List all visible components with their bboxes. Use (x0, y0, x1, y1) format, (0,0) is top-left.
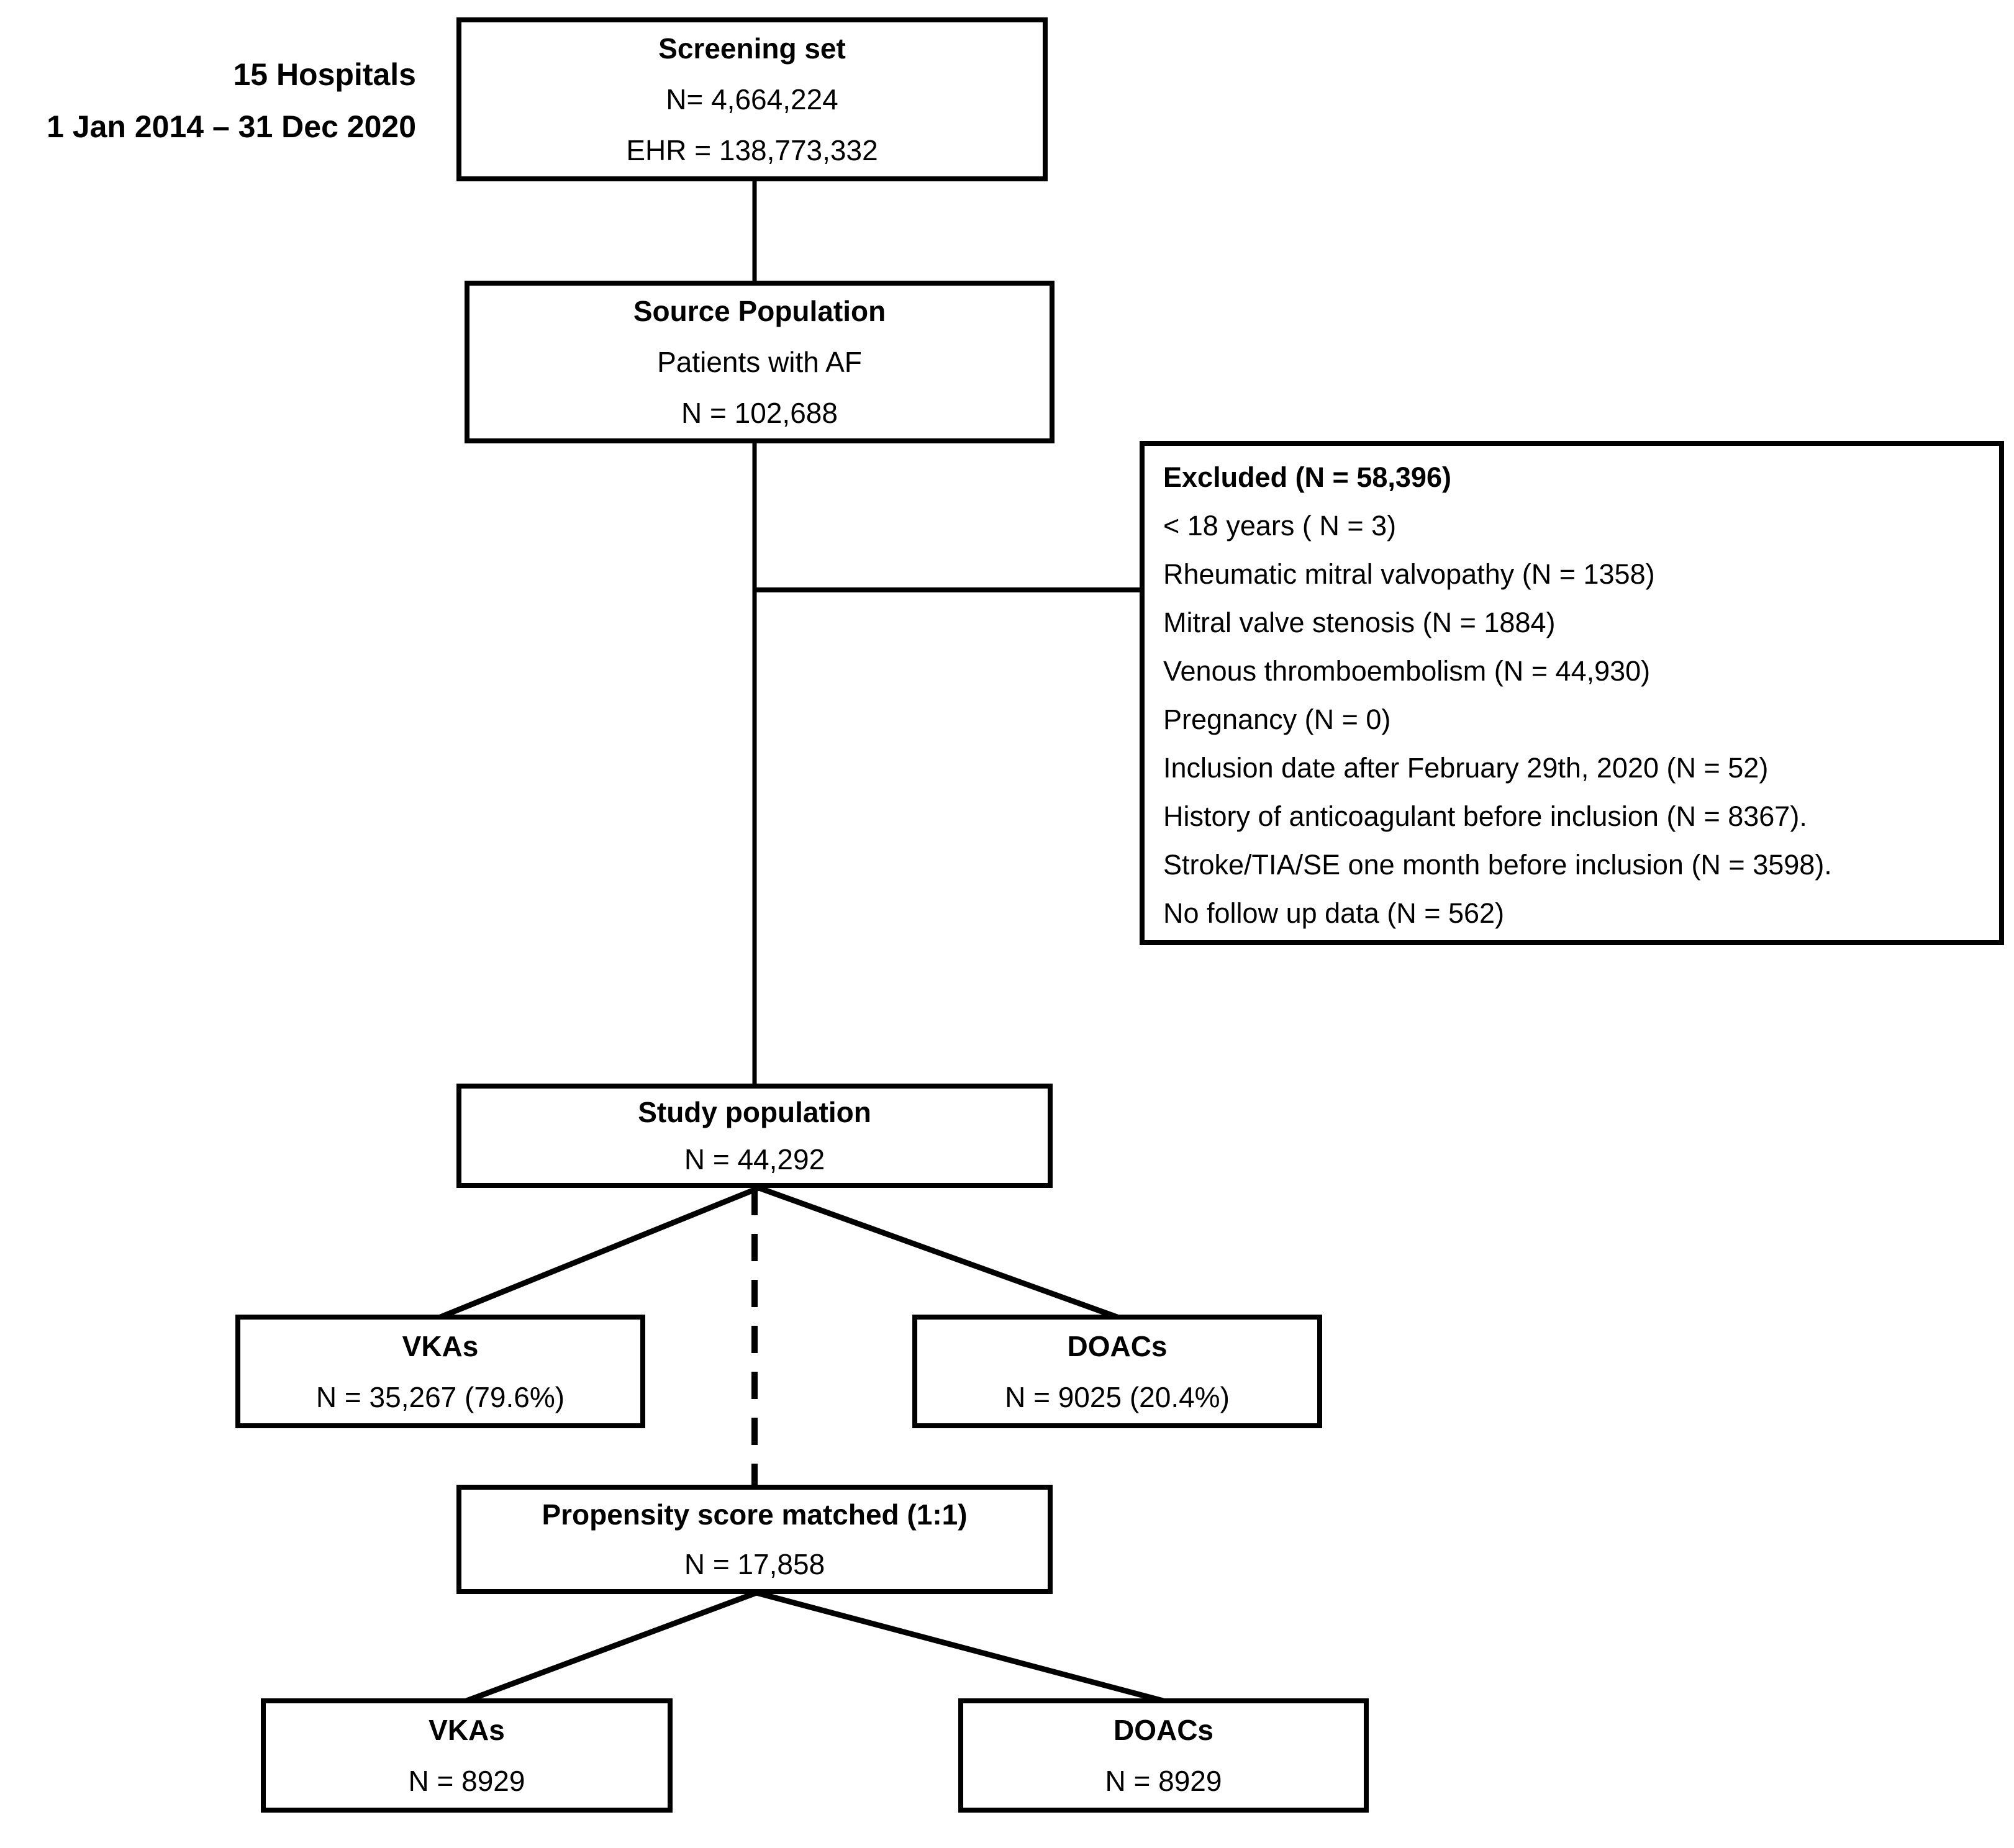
connector-matched-to-vka2 (465, 1590, 758, 1704)
note-date-range: 1 Jan 2014 – 31 Dec 2020 (47, 109, 416, 144)
excluded-title: Excluded (N = 58,396) (1163, 461, 1451, 493)
vkas-matched-title: VKAs (429, 1714, 505, 1746)
note-hospitals: 15 Hospitals (233, 57, 416, 92)
excluded-item: Rheumatic mitral valvopathy (N = 1358) (1163, 558, 1655, 590)
source-population-n: N = 102,688 (681, 397, 838, 429)
excluded-item: History of anticoagulant before inclusio… (1163, 800, 1807, 832)
screening-set-ehr: EHR = 138,773,332 (626, 134, 878, 166)
excluded-item: Stroke/TIA/SE one month before inclusion… (1163, 849, 1832, 881)
vkas-matched-box: VKAs N = 8929 (261, 1698, 673, 1813)
excluded-item: Mitral valve stenosis (N = 1884) (1163, 607, 1556, 638)
vkas-unmatched-box: VKAs N = 35,267 (79.6%) (235, 1315, 645, 1428)
excluded-item: Inclusion date after February 29th, 2020… (1163, 752, 1769, 784)
propensity-matched-n: N = 17,858 (684, 1548, 825, 1580)
vkas-matched-n: N = 8929 (408, 1765, 525, 1797)
vkas-unmatched-n: N = 35,267 (79.6%) (315, 1380, 565, 1413)
source-population-box: Source Population Patients with AF N = 1… (465, 281, 1055, 443)
doacs-unmatched-box: DOACs N = 9025 (20.4%) (912, 1315, 1322, 1428)
source-population-title: Source Population (633, 295, 886, 327)
doacs-matched-title: DOACs (1113, 1714, 1214, 1746)
study-period-note: 15 Hospitals 1 Jan 2014 – 31 Dec 2020 (16, 48, 416, 153)
doacs-unmatched-n: N = 9025 (20.4%) (1005, 1380, 1230, 1413)
propensity-matched-title: Propensity score matched (1:1) (542, 1498, 968, 1531)
vkas-unmatched-title: VKAs (402, 1329, 479, 1362)
excluded-item: Venous thromboembolism (N = 44,930) (1163, 655, 1651, 687)
excluded-box: Excluded (N = 58,396) < 18 years ( N = 3… (1140, 441, 2004, 945)
screening-set-box: Screening set N= 4,664,224 EHR = 138,773… (456, 17, 1048, 181)
study-population-n: N = 44,292 (684, 1143, 825, 1175)
connector-study-to-vka1 (439, 1185, 760, 1320)
excluded-item: No follow up data (N = 562) (1163, 897, 1505, 929)
doacs-unmatched-title: DOACs (1067, 1329, 1168, 1362)
study-population-box: Study population N = 44,292 (456, 1084, 1053, 1188)
doacs-matched-n: N = 8929 (1105, 1765, 1222, 1797)
screening-set-n: N= 4,664,224 (666, 83, 838, 116)
excluded-item: < 18 years ( N = 3) (1163, 510, 1397, 541)
propensity-matched-box: Propensity score matched (1:1) N = 17,85… (456, 1485, 1053, 1594)
study-population-title: Study population (638, 1096, 871, 1128)
source-population-subtitle: Patients with AF (657, 346, 862, 378)
excluded-item: Pregnancy (N = 0) (1163, 704, 1391, 735)
connector-matched-to-doac2 (755, 1590, 1164, 1704)
screening-set-title: Screening set (658, 32, 846, 65)
doacs-matched-box: DOACs N = 8929 (958, 1698, 1369, 1813)
connector-study-to-doac1 (758, 1185, 1118, 1320)
